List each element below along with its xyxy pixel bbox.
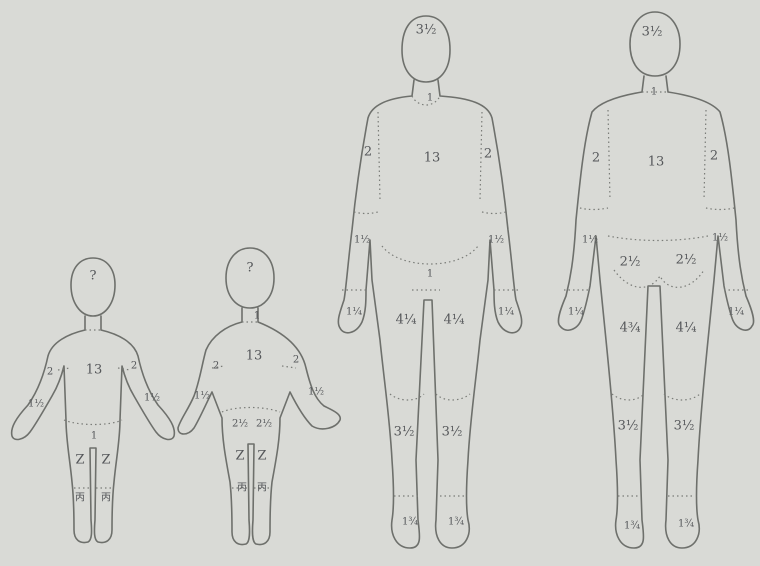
adult-back-hand-right-label: 1¼	[728, 307, 744, 318]
adult-front-hand-left-label: 1¼	[346, 307, 362, 318]
adult-back-head-label: 3½	[642, 25, 663, 40]
adult-back-neck-label: 1	[651, 87, 657, 98]
adult-back-figure: 3½ 1 13 2 2 1½ 1½ 1¼ 1¼ 2½ 2½ 4¾ 4¼ 3½ 3…	[558, 12, 753, 548]
adult-back-buttock-left-label: 2½	[620, 255, 641, 270]
child-back-leg-left-label: 丙	[237, 483, 247, 494]
child-back-neck-label: 1	[254, 311, 260, 322]
child-front-leg-left-label: 丙	[75, 493, 85, 504]
adult-front-trunk-label: 13	[424, 151, 441, 166]
child-front-forearm-right-label: 1½	[144, 393, 160, 404]
adult-back-trunk-label: 13	[648, 155, 665, 170]
child-back-forearm-right-label: 1½	[308, 387, 324, 398]
child-front-zone-lines	[58, 330, 130, 488]
adult-front-arm-right-label: 2	[484, 147, 492, 162]
adult-back-forearm-left-label: 1½	[582, 235, 598, 246]
child-front-forearm-left-label: 1½	[28, 399, 44, 410]
adult-back-foot-left-label: 1¾	[624, 521, 640, 532]
adult-back-hand-left-label: 1¼	[568, 307, 584, 318]
child-back-leg-right-label: 丙	[257, 483, 267, 494]
child-back-arm-right-label: 2	[293, 355, 299, 366]
adult-front-head-label: 3½	[416, 23, 437, 38]
adult-back-arm-left-label: 2	[592, 151, 600, 166]
child-back-head-label: ?	[247, 261, 254, 276]
adult-front-forearm-left-label: 1½	[354, 235, 370, 246]
child-front-arm-right-label: 2	[131, 361, 137, 372]
adult-front-leg-right-label: 3½	[442, 425, 463, 440]
adult-back-thigh-right-label: 4¼	[676, 321, 697, 336]
child-back-trunk-label: 13	[246, 349, 263, 364]
child-front-genital-label: 1	[91, 431, 97, 442]
adult-back-thigh-left-label: 4¾	[620, 321, 641, 336]
child-back-thigh-left-label: Z	[235, 449, 244, 464]
child-back-figure: ? 1 13 2 2 1½ 1½ 2½ 2½ Z Z 丙 丙	[178, 248, 340, 545]
adult-front-genital-label: 1	[427, 269, 433, 280]
adult-front-arm-left-label: 2	[364, 145, 372, 160]
adult-front-neck-label: 1	[427, 93, 433, 104]
child-front-figure: ? 13 2 2 1½ 1½ 1 Z Z 丙 丙	[12, 258, 175, 543]
child-back-buttock-right-label: 2½	[256, 419, 272, 430]
child-back-buttock-left-label: 2½	[232, 419, 248, 430]
adult-front-figure: 3½ 1 13 2 2 1½ 1½ 1¼ 1¼ 1 4¼ 4¼ 3½ 3½ 1¾…	[338, 16, 521, 548]
child-front-leg-right-label: 丙	[101, 493, 111, 504]
adult-front-hand-right-label: 1¼	[498, 307, 514, 318]
adult-front-foot-right-label: 1¾	[448, 517, 464, 528]
adult-front-thigh-right-label: 4¼	[444, 313, 465, 328]
adult-front-forearm-right-label: 1½	[488, 235, 504, 246]
child-back-arm-left-label: 2	[213, 361, 219, 372]
adult-front-leg-left-label: 3½	[394, 425, 415, 440]
child-front-arm-left-label: 2	[47, 367, 53, 378]
adult-front-thigh-left-label: 4¼	[396, 313, 417, 328]
child-front-trunk-label: 13	[86, 363, 103, 378]
child-front-thigh-left-label: Z	[75, 453, 84, 468]
child-front-head-label: ?	[90, 269, 97, 284]
child-back-forearm-left-label: 1½	[194, 391, 210, 402]
child-back-thigh-right-label: Z	[257, 449, 266, 464]
adult-back-foot-right-label: 1¾	[678, 519, 694, 530]
adult-back-forearm-right-label: 1½	[712, 233, 728, 244]
adult-back-buttock-right-label: 2½	[676, 253, 697, 268]
adult-back-leg-left-label: 3½	[618, 419, 639, 434]
adult-front-foot-left-label: 1¾	[402, 517, 418, 528]
adult-back-leg-right-label: 3½	[674, 419, 695, 434]
adult-back-arm-right-label: 2	[710, 149, 718, 164]
child-front-thigh-right-label: Z	[101, 453, 110, 468]
